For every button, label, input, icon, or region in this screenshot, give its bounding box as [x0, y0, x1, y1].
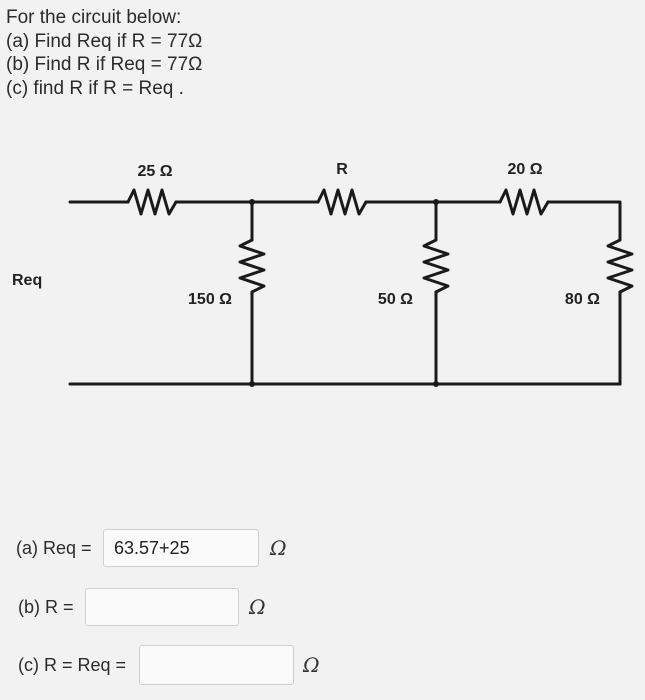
- resistor-150-symbol: [238, 238, 266, 294]
- wire-top-right: [546, 200, 622, 242]
- question-intro: For the circuit below:: [6, 7, 182, 28]
- label-r: R: [336, 161, 348, 178]
- question-part-c: (c) find R if R = Req .: [6, 77, 184, 99]
- answer-c-unit: Ω: [303, 653, 320, 677]
- answer-a-input[interactable]: 63.57+25: [103, 529, 259, 567]
- answer-c-input[interactable]: [139, 645, 294, 685]
- question-part-a: (a) Find Req if R = 77Ω: [6, 30, 203, 52]
- node-2: [433, 199, 439, 205]
- answer-c-label: (c) R = Req =: [18, 655, 127, 675]
- answer-b-label: (b) R =: [18, 597, 74, 617]
- circuit-diagram: Req 25 Ω R 20 Ω 150 Ω 50 Ω 80 Ω: [12, 161, 634, 387]
- resistor-25-symbol: [126, 188, 178, 216]
- question-part-b: (b) Find R if Req = 77Ω: [6, 54, 203, 75]
- resistor-r-symbol: [316, 188, 368, 216]
- answer-b-unit: Ω: [249, 595, 266, 619]
- node-3: [249, 381, 255, 387]
- question-text: For the circuit below: (a) Find Req if R…: [6, 6, 202, 100]
- node-1: [249, 199, 255, 205]
- label-25-ohm: 25 Ω: [137, 163, 172, 180]
- resistor-50-symbol: [422, 238, 450, 294]
- node-4: [433, 381, 439, 387]
- req-label: Req: [12, 272, 42, 289]
- answer-b-input[interactable]: [85, 588, 239, 626]
- label-80-ohm: 80 Ω: [565, 291, 600, 308]
- resistor-20-symbol: [498, 188, 550, 216]
- answer-a-label: (a) Req =: [16, 538, 92, 558]
- label-20-ohm: 20 Ω: [507, 161, 542, 178]
- label-50-ohm: 50 Ω: [378, 291, 413, 308]
- answer-a-unit: Ω: [270, 536, 287, 560]
- resistor-80-symbol: [606, 238, 634, 294]
- label-150-ohm: 150 Ω: [188, 291, 232, 308]
